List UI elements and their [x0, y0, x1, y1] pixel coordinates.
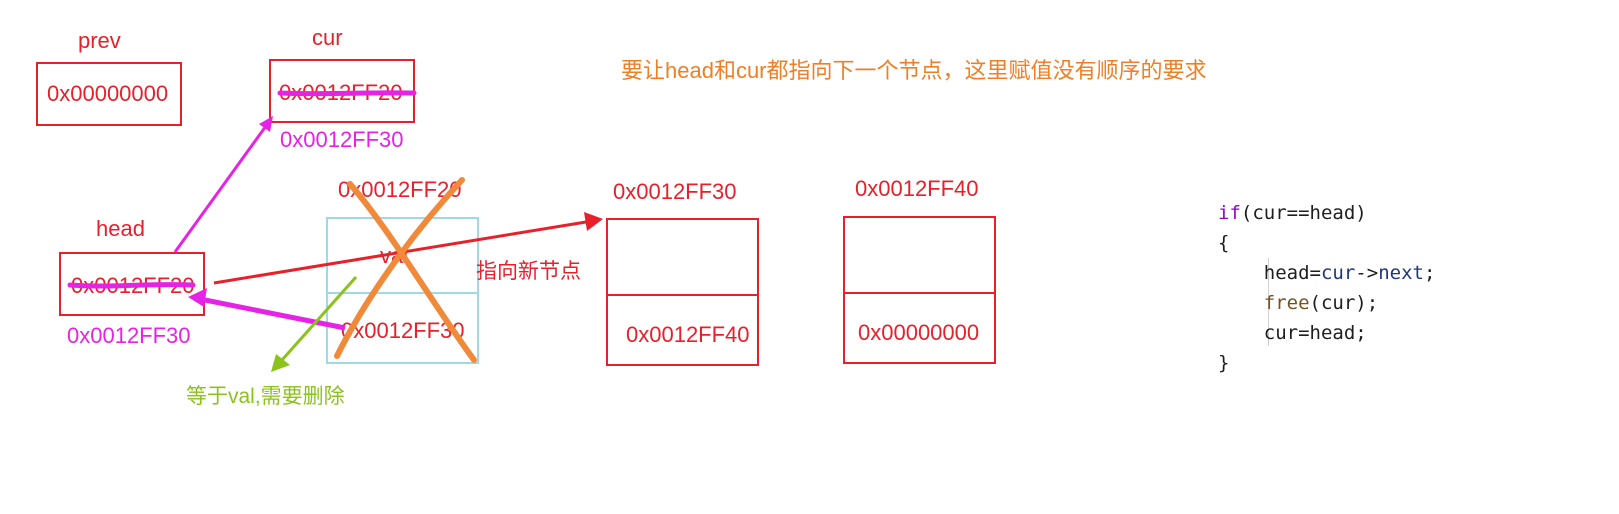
next-to-head-arrow	[188, 288, 346, 331]
code-snippet: if(cur==head) { head=cur->next; free(cur…	[1218, 198, 1435, 378]
cur-strike-line	[277, 90, 417, 97]
code-line-2: {	[1218, 232, 1230, 254]
prev-pointer-box: 0x00000000	[36, 62, 182, 126]
code-indent-guide	[1268, 258, 1269, 346]
prev-label: prev	[78, 28, 121, 53]
code-line-6: }	[1218, 352, 1230, 374]
code-line-4: free(cur);	[1263, 292, 1379, 314]
node2-address: 0x0012FF30	[613, 179, 737, 204]
code-line-3: head=cur->next;	[1263, 262, 1436, 284]
node1-divider	[328, 292, 477, 294]
delete-note: 等于val,需要删除	[186, 385, 345, 408]
node2-divider	[608, 294, 757, 296]
node2-box: 0x0012FF40	[606, 218, 759, 366]
code-line-1: if(cur==head)	[1218, 202, 1367, 224]
code-line-5: cur=head;	[1263, 322, 1367, 344]
node3-divider	[845, 292, 994, 294]
head-to-cur-arrow	[173, 116, 273, 253]
head-new-value: 0x0012FF30	[67, 323, 191, 348]
point-new-node-note: 指向新节点	[476, 260, 581, 283]
cur-label: cur	[312, 25, 343, 50]
node2-next: 0x0012FF40	[626, 322, 750, 347]
prev-value: 0x00000000	[47, 81, 169, 106]
head-label: head	[96, 216, 145, 241]
node3-address: 0x0012FF40	[855, 176, 979, 201]
node3-next: 0x00000000	[858, 320, 980, 345]
head-strike-line	[67, 282, 196, 289]
delete-arrow	[271, 276, 358, 372]
node3-box: 0x00000000	[843, 216, 996, 364]
delete-cross	[334, 177, 477, 363]
assignment-note: 要让head和cur都指向下一个节点，这里赋值没有顺序的要求	[621, 58, 1207, 83]
cur-new-value: 0x0012FF30	[280, 127, 404, 152]
